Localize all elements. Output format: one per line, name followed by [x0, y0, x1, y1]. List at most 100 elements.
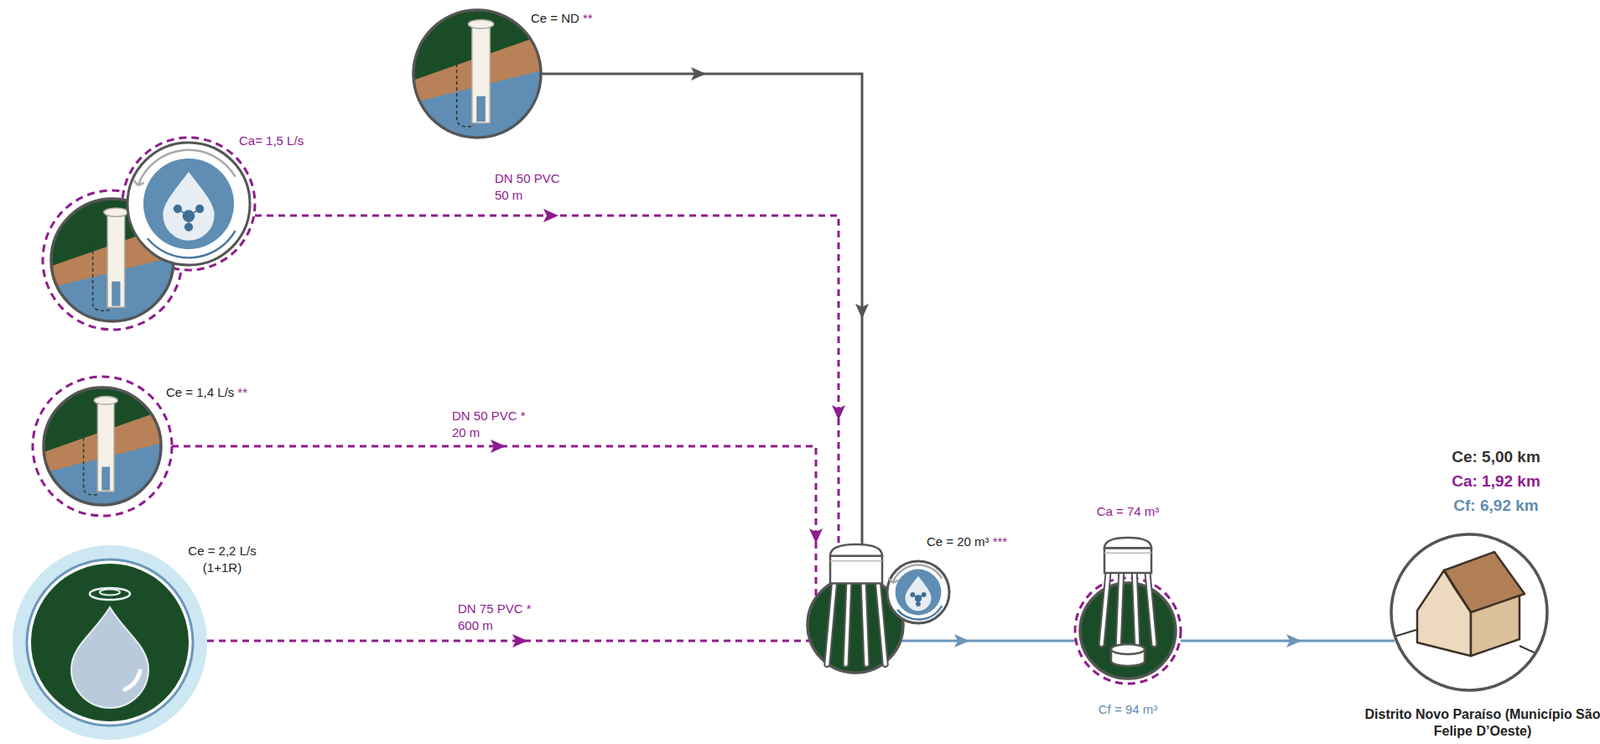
node-label: Ce = 20 m³ [926, 533, 990, 551]
pipe-line [207, 639, 811, 643]
rect-shape [43, 387, 162, 505]
ellipse-shape [93, 396, 118, 406]
circle-shape [895, 569, 942, 616]
ellipse-shape [467, 19, 494, 29]
path-shape [71, 607, 149, 708]
ellipse-shape [103, 207, 129, 217]
circle-shape [916, 602, 920, 606]
path-shape [162, 171, 214, 241]
ellipse-shape [99, 589, 120, 596]
node-graphic [1073, 533, 1183, 690]
circle-shape [143, 158, 234, 250]
source-well: Ce = ND** [410, 7, 544, 141]
ellipse-shape [89, 587, 130, 600]
surface-water-source: Ce = 2,2 L/s (1+1R) [12, 545, 208, 740]
destination-district: Ce: 5,00 kmCa: 1,92 kmCf: 6,92 kmDistrit… [1389, 532, 1549, 692]
circle-shape [910, 592, 915, 597]
circle-shape [921, 592, 925, 597]
path-shape [1444, 551, 1525, 613]
dashed-outline [32, 376, 172, 516]
path-shape [93, 244, 110, 312]
node-label: Distrito Novo Paraíso (Município São Fel… [1361, 706, 1600, 740]
circle-shape [185, 223, 193, 231]
node-graphic [12, 545, 208, 740]
line-shape [846, 583, 850, 665]
line-shape [863, 583, 868, 665]
line-shape [846, 583, 850, 665]
g-shape [910, 592, 926, 607]
path-shape [904, 576, 931, 611]
rect-shape [97, 400, 115, 492]
pipe-line [1180, 639, 1395, 643]
pipe-connector [254, 208, 846, 555]
path-shape [1444, 570, 1471, 613]
source-well: Ce = 1,4 L/s** [30, 374, 175, 519]
tower-icon [826, 544, 885, 665]
path-shape [124, 670, 141, 690]
node-label: ** [237, 384, 248, 401]
node-label: Cf = 94 m³ [1098, 701, 1158, 718]
pipe-line [171, 446, 816, 598]
node-label: ** [582, 10, 593, 27]
node-label: Ce = 1,4 L/s [166, 384, 234, 401]
well-icon [413, 10, 541, 138]
circle-shape [1391, 534, 1548, 691]
pipe-connector [900, 633, 1076, 648]
rect-shape [1104, 547, 1152, 573]
pipe-line [254, 215, 839, 555]
line-shape [863, 583, 868, 665]
ground-reservoir: Ca = 74 m³Cf = 94 m³ [1073, 533, 1183, 690]
pipe-line [900, 639, 1076, 643]
circle-shape [173, 204, 182, 213]
pipe-connector [207, 633, 811, 648]
line-shape [1104, 552, 1152, 555]
node-graphic [30, 374, 175, 519]
node-label: Ca = 74 m³ [1096, 503, 1160, 520]
tank-icon [1111, 644, 1145, 666]
line-shape [826, 583, 835, 665]
house-icon [1391, 534, 1548, 691]
line-shape [1134, 572, 1138, 645]
ellipse-shape [1111, 644, 1145, 655]
pipe-connector [1180, 633, 1395, 648]
flow-arrowhead [809, 528, 823, 544]
line-shape [1118, 572, 1122, 645]
flow-arrowhead [855, 303, 869, 319]
line-shape [830, 560, 883, 562]
elevated-reservoir: Ce = 20 m³*** [805, 536, 956, 676]
surface-water-icon [12, 545, 208, 740]
circle-shape [1080, 582, 1176, 679]
node-label: Ca: 1,92 km [1451, 471, 1541, 492]
rect-shape [472, 24, 490, 124]
line-shape [1118, 572, 1122, 645]
pipe-connector [171, 439, 823, 598]
flow-arrowhead [831, 405, 846, 421]
rect-shape [476, 96, 486, 122]
circle-shape [26, 559, 193, 726]
treatment-icon [127, 142, 250, 265]
node-graphic [805, 536, 956, 676]
pipe-connector [540, 67, 869, 546]
pipe-line [540, 73, 863, 546]
line-shape [1101, 572, 1109, 645]
circle-shape [413, 10, 541, 138]
circle-shape [31, 563, 189, 722]
flow-arrowhead [954, 633, 970, 648]
flow-arrowhead [543, 208, 559, 223]
pipe-label: DN 50 PVC * 20 m [451, 407, 535, 442]
path-shape [1104, 537, 1152, 548]
line-shape [1134, 572, 1138, 645]
g-shape [413, 10, 541, 138]
g-shape [1391, 551, 1548, 659]
rect-shape [830, 555, 883, 584]
circle-shape [1391, 534, 1548, 691]
tower-icon [1101, 537, 1155, 645]
node-label: Ce = ND [530, 10, 580, 27]
source-well-treated: Ca= 1,5 L/s [38, 134, 259, 334]
rect-shape [101, 467, 110, 491]
node-label: Ca= 1,5 L/s [238, 132, 304, 150]
node-graphic [38, 134, 259, 334]
node-label: Ce = 2,2 L/s (1+1R) [180, 542, 265, 577]
pipe-label: DN 75 PVC * 600 m [457, 600, 541, 634]
path-shape [457, 57, 475, 127]
